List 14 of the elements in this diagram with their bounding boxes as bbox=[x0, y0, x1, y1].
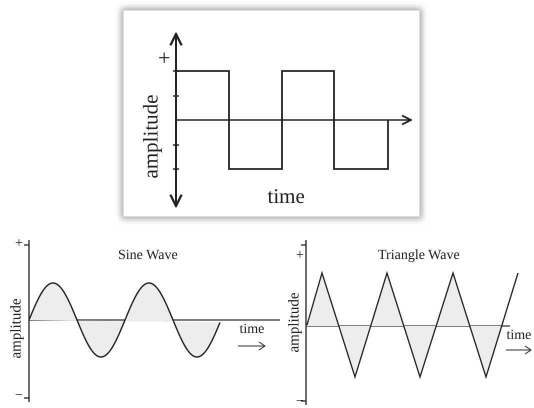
axis-label: time bbox=[506, 329, 532, 343]
axis-label: amplitude bbox=[10, 298, 24, 358]
positive-sign: + bbox=[296, 249, 304, 263]
axis-label: amplitude bbox=[140, 94, 162, 178]
chart-title: Triangle Wave bbox=[378, 249, 460, 263]
negative-sign: − bbox=[15, 389, 23, 403]
chart-panel bbox=[123, 10, 420, 217]
axis-label: amplitude bbox=[288, 292, 302, 352]
chart-title: Sine Wave bbox=[118, 249, 178, 263]
negative-sign: − bbox=[296, 395, 304, 408]
positive-sign: + bbox=[158, 47, 170, 69]
axis-label: time bbox=[268, 186, 305, 206]
axis-label: time bbox=[240, 323, 264, 337]
positive-sign: + bbox=[15, 237, 23, 251]
